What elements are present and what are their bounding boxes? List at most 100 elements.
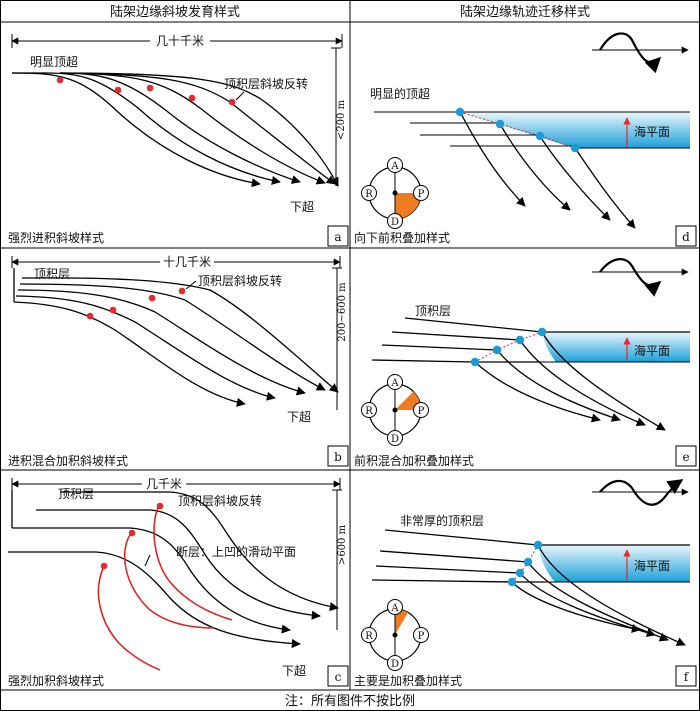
topset-line (404, 317, 690, 333)
water-body (460, 112, 690, 148)
clinoform (541, 331, 666, 431)
compass-sector (395, 609, 408, 635)
clinoform (15, 295, 276, 401)
sea-level-label: 海平面 (634, 343, 670, 358)
panel-f: 海平面 非常厚的顶积层 A R P D 主要是加积叠加 (354, 479, 697, 688)
water-body (542, 332, 690, 362)
clinoform (539, 135, 611, 221)
panel-e: 海平面 顶积层 A R P D 前积混合 (354, 258, 697, 468)
clinoform (519, 572, 656, 638)
offlap-break-point (128, 529, 136, 537)
caption: 主要是加积叠加样式 (354, 673, 462, 688)
offlap-break-point (146, 84, 154, 92)
label-downlap: 下超 (290, 199, 314, 214)
panel-letter: e (682, 450, 689, 464)
svg-text:A: A (390, 603, 399, 614)
clinoform (8, 551, 301, 649)
leader-line (185, 280, 197, 290)
clinoform (519, 339, 646, 427)
label-topset: 顶积层 (34, 267, 70, 281)
fault-line (97, 565, 161, 671)
clinoform (36, 509, 321, 620)
topset-line (375, 565, 521, 574)
shelf-edge-point (492, 345, 502, 355)
depth-label: <200 m (336, 99, 347, 140)
clinoform (574, 147, 636, 229)
clinoform (17, 289, 306, 396)
label-reversal: 顶积层斜坡反转 (198, 273, 282, 288)
shelf-edge-point (523, 557, 533, 567)
offlap-break-point (86, 312, 94, 320)
label-top: 明显的顶超 (370, 86, 430, 101)
depth-label: >600 m (337, 524, 348, 565)
label-reversal: 顶积层斜坡反转 (178, 493, 262, 508)
shelf-edge-point (515, 568, 525, 578)
trajectory-line (459, 111, 576, 149)
panel-letter: b (334, 450, 342, 464)
panel-letter-box (327, 225, 349, 247)
sea-level-label: 海平面 (634, 558, 670, 573)
clinoform (19, 283, 326, 391)
caption: 向下前积叠加样式 (354, 230, 450, 245)
shelf-edge-point (533, 540, 543, 550)
panel-c: 几千米 >600 m 顶积层 顶积层斜坡反转 断层：上凹的滑动平面 下超 强烈加… (8, 477, 349, 688)
shelf-edge-point (537, 327, 547, 337)
clinoform (13, 301, 246, 407)
clinoform (537, 544, 686, 646)
sea-level-curve-icon (592, 258, 689, 297)
label-topset: 顶积层 (58, 487, 94, 501)
svg-text:D: D (391, 659, 399, 670)
clinoform (474, 361, 601, 423)
shelf-edge-point (470, 357, 480, 367)
clinoform (11, 72, 261, 188)
topset-line (371, 359, 540, 363)
clinoform (59, 72, 339, 187)
depth-label: 200~600 m (337, 282, 348, 342)
label-downlap: 下超 (287, 409, 311, 424)
offlap-break-point (228, 98, 236, 106)
sea-level-curve-icon (592, 32, 689, 74)
clinoform (59, 72, 301, 184)
panel-b: 十几千米 200~600 m 顶积层 顶积层斜坡反转 下超 进积混合加积斜坡样式… (8, 255, 349, 468)
width-label: 几千米 (146, 477, 182, 491)
shelf-edge-point (507, 577, 517, 587)
width-label: 几十千米 (156, 34, 204, 48)
water-body (538, 545, 690, 582)
header-right: 陆架边缘轨迹迁移样式 (460, 4, 590, 20)
shelf-edge-point (515, 335, 525, 345)
svg-text:R: R (365, 189, 373, 200)
offlap-break-point (148, 294, 156, 302)
panel-letter-box (327, 665, 349, 687)
fault-line (123, 531, 215, 629)
trajectory-line (474, 331, 543, 363)
label-top: 非常厚的顶积层 (400, 513, 484, 528)
sea-level-label: 海平面 (634, 124, 670, 139)
panel-letter: f (684, 670, 690, 684)
panel-a: 几十千米 <200 m 明显顶超 顶积层斜坡反转 下超 强烈进积斜坡样式 a (8, 34, 349, 247)
trajectory-compass: A R P D (361, 374, 429, 446)
caption: 强烈进积斜坡样式 (8, 230, 104, 245)
caption: 强烈加积斜坡样式 (8, 673, 104, 688)
label-reversal: 顶积层斜坡反转 (224, 76, 308, 91)
panel-letter-box (675, 445, 697, 467)
svg-text:D: D (391, 434, 399, 445)
width-label: 十几千米 (163, 255, 211, 269)
compass-sector (395, 193, 421, 219)
svg-text:A: A (390, 161, 399, 172)
offlap-break-point (114, 86, 122, 94)
footer-note: 注：所有图件不按比例 (285, 694, 415, 709)
shelf-edge-point (455, 107, 465, 117)
svg-text:R: R (365, 631, 373, 642)
panel-letter-box (675, 225, 697, 247)
shelf-edge-point (495, 119, 505, 129)
clinoform (527, 561, 669, 642)
clinoform (12, 527, 291, 634)
topset-line (391, 331, 521, 341)
svg-text:R: R (365, 406, 373, 417)
offlap-break-point (100, 562, 108, 570)
trajectory-compass: A R P D (361, 599, 429, 671)
offlap-break-point (156, 502, 164, 510)
clinoform (45, 72, 281, 185)
label-top: 顶积层 (415, 304, 451, 318)
